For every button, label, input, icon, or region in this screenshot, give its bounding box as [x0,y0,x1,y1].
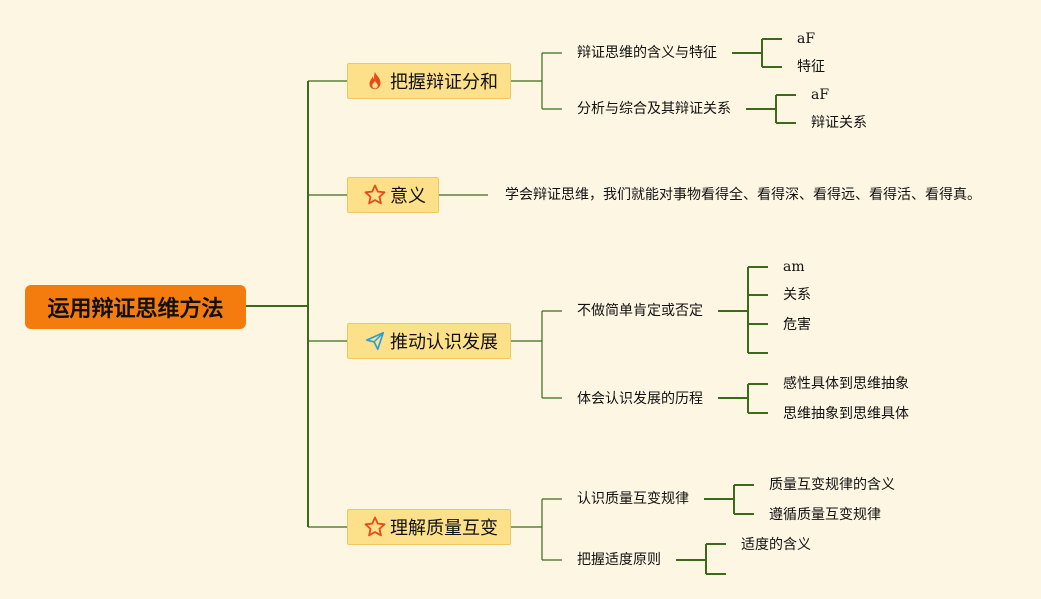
root-label: 运用辩证思维方法 [47,297,224,322]
leaf-node[interactable]: 质量互变规律的含义 [769,477,895,493]
branch-connector [511,310,562,399]
subnode-connector [746,94,796,124]
meaning-text[interactable]: 学会辩证思维，我们就能对事物看得全、看得深、看得远、看得活、看得真。 [505,187,981,203]
leaf-node[interactable]: 遵循质量互变规律 [769,507,881,523]
root-node[interactable]: 运用辩证思维方法 [25,285,246,329]
leaf-node[interactable]: 思维抽象到思维具体 [783,406,909,422]
subnode[interactable]: 把握适度原则 [577,552,661,568]
subnode[interactable]: 不做简单肯定或否定 [577,303,703,319]
paper-plane-icon [362,328,388,354]
leaf-node[interactable]: 感性具体到思维抽象 [783,376,909,392]
leaf-node[interactable]: am [783,259,805,275]
leaf-node[interactable]: 辩证关系 [811,115,867,131]
branch-connector [511,52,562,110]
branch-node[interactable]: 把握辩证分和 [347,63,511,99]
subnode[interactable]: 体会认识发展的历程 [577,391,703,407]
subnode-connector [718,383,768,414]
leaf-node[interactable]: aF [811,87,830,103]
subnode-connector [704,484,754,515]
branch-connector [511,498,562,561]
leaf-node[interactable]: 关系 [783,287,811,303]
leaf-node[interactable]: 特征 [797,59,825,75]
star-icon [362,514,388,540]
branch-node[interactable]: 推动认识发展 [347,323,511,359]
leaf-node[interactable]: aF [797,31,816,47]
branch-label: 意义 [390,186,426,207]
branch-label: 推动认识发展 [390,332,498,353]
subnode[interactable]: 辩证思维的含义与特征 [577,45,717,61]
fire-icon [362,68,388,94]
leaf-node[interactable]: 适度的含义 [741,537,811,553]
subnode[interactable]: 分析与综合及其辩证关系 [577,101,731,117]
subnode-connector [732,38,782,68]
branch-label: 理解质量互变 [390,518,498,539]
star-icon [362,182,388,208]
leaf-node[interactable]: 危害 [783,317,811,333]
branch-node[interactable]: 理解质量互变 [347,509,511,545]
subnode-connector [676,543,726,575]
subnode[interactable]: 认识质量互变规律 [577,491,689,507]
subnode-connector [718,266,768,354]
branch-node[interactable]: 意义 [347,177,439,213]
branch-label: 把握辩证分和 [390,72,498,93]
